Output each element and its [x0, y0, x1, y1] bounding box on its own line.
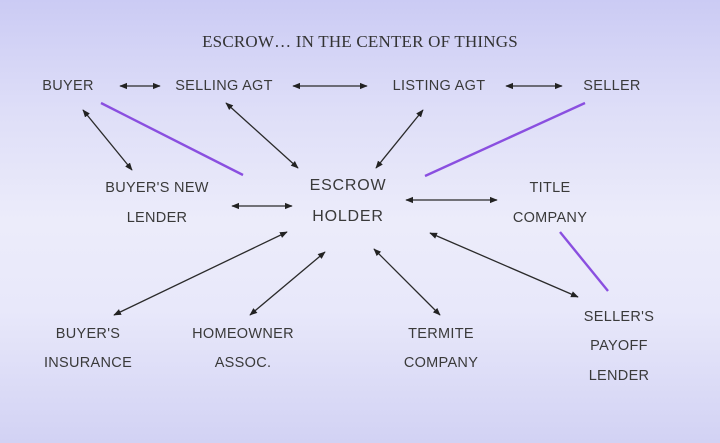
- arrow-escrow-insurance: [113, 231, 288, 316]
- node-buyer: BUYER: [42, 78, 94, 94]
- node-buyers-lender-line1: BUYER'S NEW: [105, 180, 209, 196]
- arrow-escrow-hoa: [249, 251, 326, 316]
- arrow-listing-agt-escrow: [375, 109, 424, 169]
- node-hoa-line2: ASSOC.: [214, 355, 272, 371]
- node-termite-line2: COMPANY: [403, 355, 479, 371]
- arrow-escrow-payoff: [429, 232, 579, 298]
- highlight-line-title-payoff: [559, 231, 609, 292]
- node-listing-agt: LISTING AGT: [392, 78, 486, 94]
- node-buyers-lender-line2: LENDER: [126, 210, 188, 226]
- node-termite-line1: TERMITE: [408, 326, 474, 342]
- node-escrow-line1: ESCROW: [309, 177, 387, 194]
- diagram-title: ESCROW… IN THE CENTER OF THINGS: [202, 32, 518, 51]
- node-payoff-line1: SELLER'S: [583, 309, 655, 325]
- node-seller: SELLER: [583, 78, 641, 94]
- arrow-escrow-termite: [373, 248, 441, 316]
- node-selling-agt: SELLING AGT: [175, 78, 273, 94]
- node-buyers-insurance-line1: BUYER'S: [55, 326, 121, 342]
- node-hoa-line1: HOMEOWNER: [192, 326, 294, 342]
- highlight-line-buyer: [100, 101, 244, 177]
- node-title-line1: TITLE: [529, 180, 571, 196]
- node-escrow-line2: HOLDER: [312, 208, 384, 225]
- node-payoff-line2: PAYOFF: [590, 338, 648, 354]
- arrow-buyer-lender: [82, 109, 133, 171]
- node-payoff-line3: LENDER: [588, 368, 650, 384]
- arrow-selling-agt-escrow: [225, 102, 299, 169]
- highlight-line-seller: [424, 101, 586, 178]
- node-buyers-insurance-line2: INSURANCE: [43, 355, 133, 371]
- node-title-line2: COMPANY: [512, 210, 588, 226]
